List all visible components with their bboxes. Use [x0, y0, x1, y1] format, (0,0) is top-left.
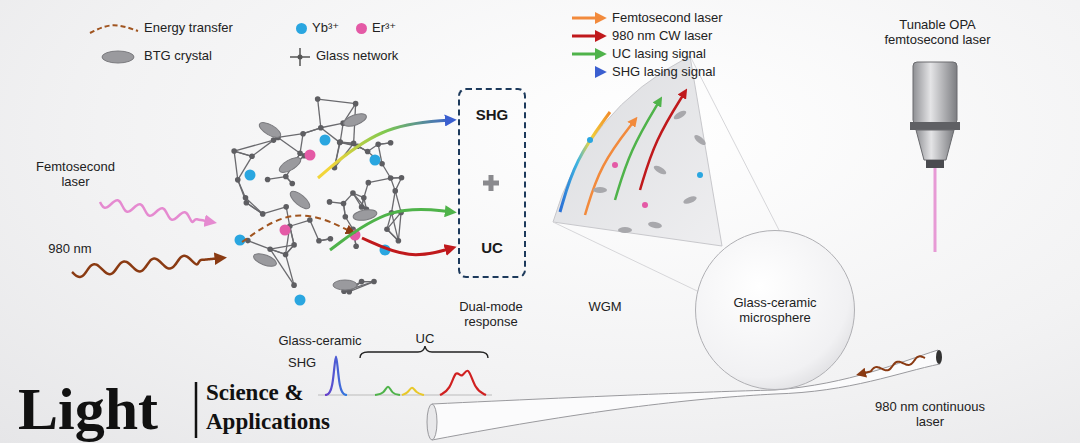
legend-text: BTG crystal	[144, 49, 212, 64]
laser-label: 980 nm	[40, 242, 100, 257]
spectrum	[318, 346, 492, 395]
legend-swatch	[296, 23, 307, 34]
legend-text: Femtosecond laser	[612, 11, 723, 26]
node-text: Glass-ceramic microsphere	[726, 295, 824, 325]
legend-symbols	[90, 18, 602, 72]
legend-text: 980 nm CW laser	[612, 29, 712, 44]
legend-swatch	[356, 23, 367, 34]
objective-lens	[910, 62, 960, 252]
legend-text: Glass network	[316, 49, 398, 64]
femtosecond-wave	[100, 200, 212, 222]
glass-network	[231, 96, 404, 305]
laser-label: Tunable OPA femtosecond laser	[880, 18, 995, 48]
legend-text: SHG lasing signal	[612, 65, 715, 80]
peak-label: SHG	[288, 356, 328, 371]
legend-text: Energy transfer	[144, 21, 233, 36]
legend-text: Yb³⁺	[312, 21, 339, 36]
laser-label: Femtosecond laser	[28, 160, 123, 190]
logo-divider	[195, 382, 198, 438]
material-label: Glass-ceramic	[265, 334, 375, 349]
journal-logo: Light	[18, 379, 194, 439]
journal-logo: Applications	[206, 409, 356, 435]
legend-text: Er³⁺	[372, 21, 396, 36]
shg-arrow	[318, 120, 452, 178]
energy-transfer-arrow	[242, 215, 352, 242]
plus-sign	[483, 175, 499, 191]
node-text: UC	[481, 239, 503, 256]
wgm-fan	[553, 56, 722, 246]
nir-wave	[72, 256, 222, 277]
node-text: SHG	[476, 106, 509, 123]
mode-label: WGM	[575, 300, 635, 315]
response-label: Dual-mode response	[446, 300, 536, 330]
uc-red-arrow	[362, 238, 452, 255]
peak-label: UC	[405, 332, 445, 347]
laser-label: 980 nm continuous laser	[860, 400, 1000, 430]
microsphere: Glass-ceramic microsphere	[695, 230, 855, 390]
journal-logo: Science &	[206, 380, 356, 406]
tapered-fiber	[427, 350, 942, 440]
dual-mode-box: SHG UC	[458, 88, 526, 278]
uc-green-arrow	[330, 209, 452, 250]
legend-text: UC lasing signal	[612, 47, 706, 62]
